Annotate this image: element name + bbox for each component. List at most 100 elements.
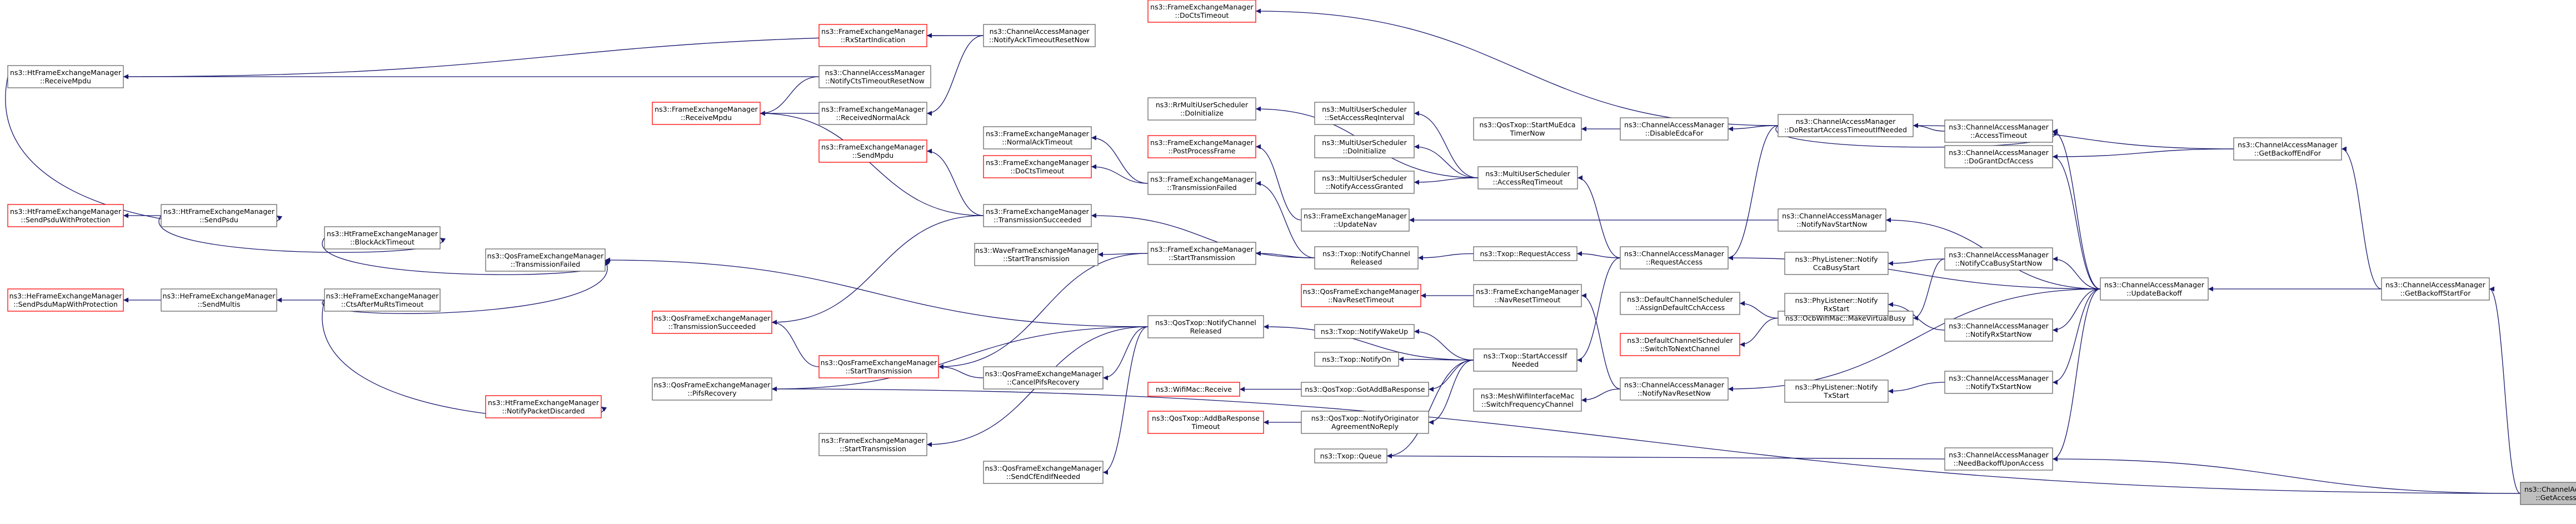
graph-node[interactable]: ns3::ChannelAccessManager::AccessTimeout <box>1944 119 2053 143</box>
graph-node[interactable]: ns3::HtFrameExchangeManager::NotifyPacke… <box>485 395 602 418</box>
node-box <box>1314 171 1415 194</box>
graph-node[interactable]: ns3::MultiUserScheduler::NotifyAccessGra… <box>1314 171 1415 194</box>
graph-node[interactable]: ns3::ChannelAccessManager::GetBackoffEnd… <box>2233 137 2342 161</box>
graph-node[interactable]: ns3::ChannelAccessManager::NotifyCtsTime… <box>818 65 931 88</box>
call-edge <box>1739 301 1779 319</box>
node-box <box>2381 277 2490 301</box>
node-label: ::DoRestartAccessTimeoutIfNeeded <box>1784 126 1907 134</box>
graph-node[interactable]: ns3::RrMultiUserScheduler::DoInitialize <box>1147 97 1256 121</box>
node-box <box>324 288 441 312</box>
node-label: ::CancelPifsRecovery <box>1007 378 1080 386</box>
graph-node[interactable]: ns3::MeshWifiInterfaceMac::SwitchFrequen… <box>1473 388 1582 412</box>
graph-node[interactable]: ns3::ChannelAccessManager::GetBackoffSta… <box>2381 277 2490 301</box>
graph-node[interactable]: ns3::FrameExchangeManager::DoCtsTimeout <box>1147 0 1256 23</box>
node-box <box>1147 242 1256 265</box>
graph-node[interactable]: ns3::FrameExchangeManager::PostProcessFr… <box>1147 135 1256 158</box>
call-edge <box>771 215 984 325</box>
graph-node[interactable]: ns3::FrameExchangeManager::StartTransmis… <box>1147 242 1256 265</box>
graph-node[interactable]: ns3::FrameExchangeManager::UpdateNav <box>1301 208 1410 232</box>
node-label: CcaBusyStart <box>1813 263 1860 272</box>
graph-node[interactable]: ns3::Txop::NotifyOn <box>1314 352 1399 367</box>
graph-node[interactable]: ns3::ChannelAccessManager::DisableEdcaFo… <box>1620 117 1729 141</box>
graph-node[interactable]: ns3::MultiUserScheduler::SetAccessReqInt… <box>1314 102 1415 125</box>
node-box <box>1147 172 1256 195</box>
graph-node[interactable]: ns3::QosFrameExchangeManager::SendCfEndI… <box>983 461 1104 484</box>
call-edge <box>1414 111 1479 178</box>
graph-node[interactable]: ns3::HtFrameExchangeManager::SendPsdu <box>161 204 277 227</box>
graph-node[interactable]: ns3::ChannelAccessManager::NeedBackoffUp… <box>1944 447 2053 471</box>
node-box <box>1620 333 1740 356</box>
node-box <box>1147 0 1256 23</box>
node-label: RxStart <box>1824 305 1850 313</box>
graph-node[interactable]: ns3::FrameExchangeManager::TransmissionF… <box>1147 172 1256 195</box>
graph-node[interactable]: ns3::FrameExchangeManager::NormalAckTime… <box>983 126 1092 149</box>
graph-node[interactable]: ns3::PhyListener::NotifyTxStart <box>1784 380 1889 403</box>
graph-node[interactable]: ns3::QosFrameExchangeManager::Transmissi… <box>485 248 606 272</box>
call-edge <box>1255 181 1315 258</box>
graph-node[interactable]: ns3::HeFrameExchangeManager::CtsAfterMuR… <box>324 288 441 312</box>
graph-node[interactable]: ns3::FrameExchangeManager::DoCtsTimeout <box>983 155 1092 178</box>
graph-node[interactable]: ns3::ChannelAccessManager::DoRestartAcce… <box>1778 114 1914 137</box>
graph-node[interactable]: ns3::QosTxop::GotAddBaResponse <box>1301 382 1429 397</box>
graph-node[interactable]: ns3::ChannelAccessManager::UpdateBackoff <box>2100 277 2209 301</box>
graph-node[interactable]: ns3::Txop::RequestAccess <box>1473 246 1577 261</box>
node-layer: ns3::HtFrameExchangeManager::ReceiveMpdu… <box>7 0 2576 505</box>
graph-node[interactable]: ns3::DefaultChannelScheduler::AssignDefa… <box>1620 292 1740 315</box>
graph-node[interactable]: ns3::QosTxop::NotifyOriginatorAgreementN… <box>1301 411 1429 434</box>
graph-node[interactable]: ns3::PhyListener::NotifyCcaBusyStart <box>1784 252 1889 275</box>
graph-node[interactable]: ns3::QosFrameExchangeManager::CancelPifs… <box>983 366 1104 390</box>
graph-node[interactable]: ns3::ChannelAccessManager::DoGrantDcfAcc… <box>1944 145 2053 168</box>
graph-node[interactable]: ns3::WaveFrameExchangeManager::StartTran… <box>974 243 1099 266</box>
graph-node[interactable]: ns3::QosFrameExchangeManager::NavResetTi… <box>1301 284 1421 307</box>
graph-node[interactable]: ns3::MultiUserScheduler::AccessReqTimeou… <box>1477 166 1578 189</box>
graph-node[interactable]: ns3::QosFrameExchangeManager::Transmissi… <box>652 311 772 334</box>
graph-node[interactable]: ns3::FrameExchangeManager::StartTransmis… <box>818 433 927 456</box>
graph-node[interactable]: ns3::FrameExchangeManager::ReceiveMpdu <box>652 102 761 125</box>
graph-node[interactable]: ns3::HeFrameExchangeManager::SendMultis <box>161 288 277 312</box>
graph-node[interactable]: ns3::MultiUserScheduler::DoInitialize <box>1314 135 1415 158</box>
graph-node[interactable]: ns3::DefaultChannelScheduler::SwitchToNe… <box>1620 333 1740 356</box>
node-box <box>1147 411 1264 434</box>
graph-node[interactable]: ns3::ChannelAccessManager::NotifyCcaBusy… <box>1944 247 2053 271</box>
graph-node[interactable]: ns3::HtFrameExchangeManager::SendPsduWit… <box>7 204 124 227</box>
graph-node[interactable]: ns3::HtFrameExchangeManager::BlockAckTim… <box>324 226 441 249</box>
graph-node[interactable]: ns3::HtFrameExchangeManager::ReceiveMpdu <box>7 65 124 88</box>
graph-node[interactable]: ns3::Txop::NotifyWakeUp <box>1314 324 1415 339</box>
graph-node[interactable]: ns3::FrameExchangeManager::TransmissionS… <box>983 204 1092 227</box>
call-edge <box>1577 175 1621 258</box>
node-label: Released <box>1351 258 1382 266</box>
graph-node[interactable]: ns3::HeFrameExchangeManager::SendPsduMap… <box>7 288 124 312</box>
graph-node[interactable]: ns3::FrameExchangeManager::RxStartIndica… <box>818 24 927 47</box>
node-label: ::SendMpdu <box>852 151 893 159</box>
graph-node[interactable]: ns3::PhyListener::NotifyRxStart <box>1784 293 1889 316</box>
node-box <box>1473 348 1577 372</box>
node-label: ns3::ChannelAccessManager <box>990 27 1090 36</box>
graph-node[interactable]: ns3::ChannelAccessManager::NotifyNavRese… <box>1620 377 1729 401</box>
graph-node[interactable]: ns3::ChannelAccessManager::NotifyRxStart… <box>1944 318 2053 342</box>
graph-node[interactable]: ns3::QosFrameExchangeManager::PifsRecove… <box>652 377 772 401</box>
node-label: ns3::QosTxop::GotAddBaResponse <box>1305 385 1425 393</box>
graph-node[interactable]: ns3::ChannelAccessManager::NotifyTxStart… <box>1944 371 2053 394</box>
graph-node[interactable]: ns3::FrameExchangeManager::NavResetTimeo… <box>1473 284 1582 307</box>
graph-node[interactable]: ns3::FrameExchangeManager::ReceivedNorma… <box>818 102 927 125</box>
node-box <box>1147 382 1240 397</box>
graph-node[interactable]: ns3::WifiMac::Receive <box>1147 382 1240 397</box>
node-label: ns3::QosFrameExchangeManager <box>654 381 771 389</box>
graph-node[interactable]: ns3::QosFrameExchangeManager::StartTrans… <box>818 355 939 378</box>
graph-node[interactable]: ns3::ChannelAccessManager::RequestAccess <box>1620 246 1729 270</box>
node-label: ::NotifyAccessGranted <box>1326 182 1403 191</box>
graph-node[interactable]: ns3::ChannelAccessManager::NotifyNavStar… <box>1778 208 1886 232</box>
graph-node[interactable]: ns3::Txop::Queue <box>1314 448 1387 463</box>
call-edge <box>1913 123 1945 132</box>
node-label: ::GetBackoffEndFor <box>2254 149 2322 157</box>
node-box <box>1473 284 1582 307</box>
node-box <box>485 248 606 272</box>
call-edge <box>1428 360 1474 425</box>
graph-node[interactable]: ns3::ChannelAccessManager::NotifyAckTime… <box>983 24 1096 47</box>
graph-node[interactable]: ns3::FrameExchangeManager::SendMpdu <box>818 139 927 163</box>
